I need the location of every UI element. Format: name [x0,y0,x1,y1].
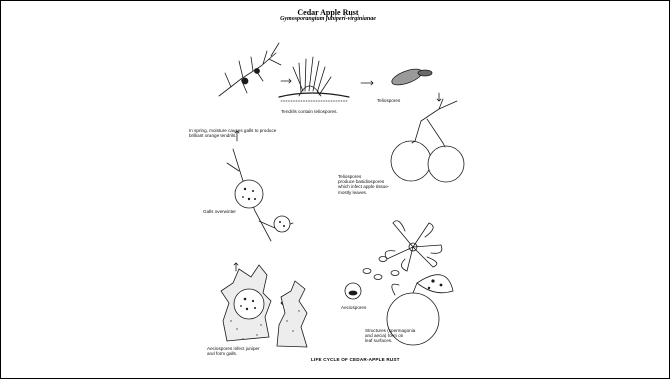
label-basidiospores: Teliospores produce basidiospores which … [338,174,389,195]
label-tendrils: Tendrils contain teliospores. [281,109,338,114]
scanned-diagram-page: Cedar Apple Rust Gymosporangium juniperi… [181,1,475,367]
diagram-subtitle: Gymosporangium juniperi-virginianae [181,16,475,22]
label-spring-tendrils: In spring, moisture causes galls to prod… [189,128,276,138]
label-galls-overwinter: Galls overwinter [203,209,236,214]
spore-cluster [345,257,399,300]
apple-fruits-on-twig [391,99,464,182]
teliospores-illustration [390,66,432,88]
label-aeciospores-infect: Aeciospores infect juniper and form gall… [207,346,260,356]
life-cycle-illustration [181,1,475,367]
diagram-caption: LIFE CYCLE OF CEDAR-APPLE RUST [311,357,400,362]
juniper-branches-lower [221,265,307,347]
juniper-branch-with-galls [219,43,281,96]
label-teliospores: Teliospores [377,98,400,103]
label-aeciospores: Aeciospores [341,305,366,310]
overwintering-galls-branch [227,149,293,241]
label-structures: Structures (spermagonia and aecia) form … [365,328,415,344]
apple-leaf-rosette [385,221,442,271]
